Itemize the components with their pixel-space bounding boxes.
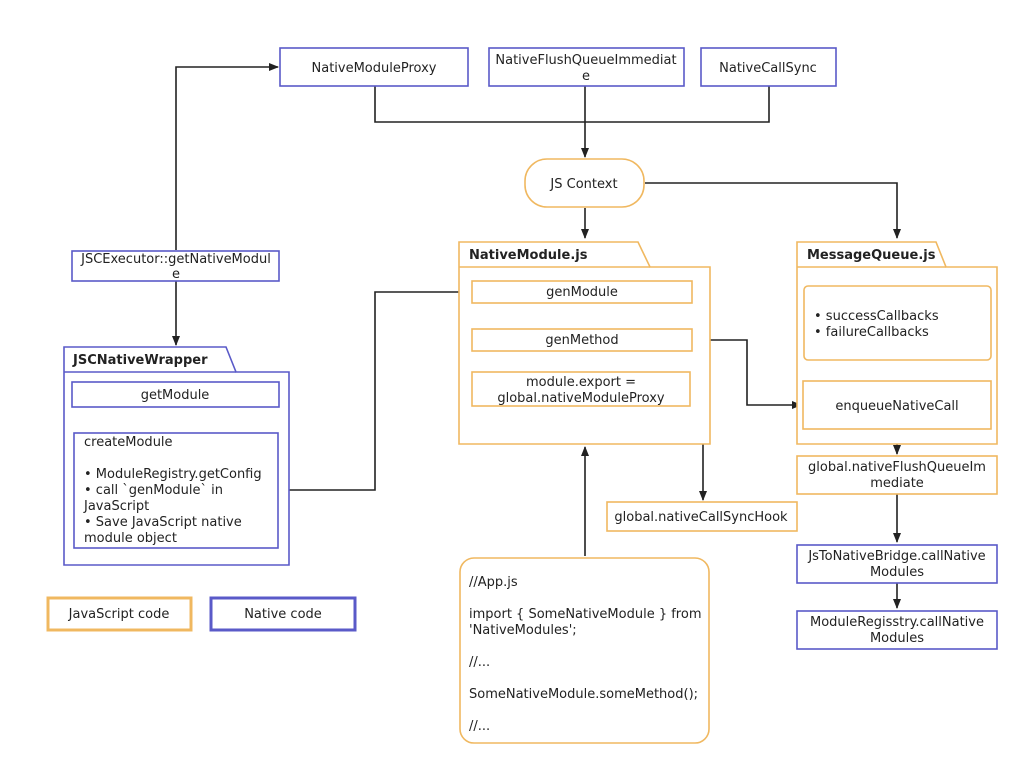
jsc-executor-label-line2: e xyxy=(172,267,180,282)
app-js-line: //... xyxy=(469,655,490,670)
jsc-native-wrapper-title: JSCNativeWrapper xyxy=(72,353,208,368)
gen-method-label: genMethod xyxy=(545,333,618,348)
jsc-native-wrapper-package: JSCNativeWrapper getModule createModule … xyxy=(63,346,290,566)
app-js-box: //App.js import { SomeNativeModule } fro… xyxy=(459,557,710,744)
native-call-sync-hook-label: global.nativeCallSyncHook xyxy=(614,510,788,525)
native-module-js-package: NativeModule.js genModule genMethod modu… xyxy=(458,241,711,445)
message-queue-js-package: MessageQueue.js • successCallbacks • fai… xyxy=(796,241,998,445)
native-module-js-title: NativeModule.js xyxy=(469,248,588,263)
proxy-to-context-line xyxy=(374,86,585,123)
module-registry-label-line1: ModuleRegisstry.callNative xyxy=(810,615,984,630)
create-module-line: module object xyxy=(84,531,177,546)
create-module-line: • Save JavaScript native xyxy=(84,515,242,530)
create-module-line: createModule xyxy=(84,435,173,450)
js-context-box: JS Context xyxy=(524,158,645,208)
legend: JavaScript code Native code xyxy=(46,596,357,632)
create-module-line: JavaScript xyxy=(83,499,149,514)
callbacks-line: • failureCallbacks xyxy=(814,325,929,340)
js-to-native-bridge-box: JsToNativeBridge.callNative Modules xyxy=(796,544,998,584)
legend-javascript-label: JavaScript code xyxy=(68,607,170,622)
app-js-line: 'NativeModules'; xyxy=(469,623,577,638)
module-export-label-line2: global.nativeModuleProxy xyxy=(497,391,665,406)
native-module-proxy-label: NativeModuleProxy xyxy=(312,61,437,76)
executor-to-proxy-arrow xyxy=(175,63,279,250)
global-flush-label-line1: global.nativeFlushQueueIm xyxy=(808,460,986,475)
sync-to-context-line xyxy=(585,86,770,123)
callbacks-line: • successCallbacks xyxy=(814,309,939,324)
app-js-line: SomeNativeModule.someMethod(); xyxy=(469,687,698,702)
native-call-sync-hook-box: global.nativeCallSyncHook xyxy=(606,501,798,532)
jsc-executor-label-line1: JSCExecutor::getNativeModul xyxy=(80,252,271,267)
native-module-proxy-box: NativeModuleProxy xyxy=(279,47,469,87)
js-to-native-label-line1: JsToNativeBridge.callNative xyxy=(807,549,985,564)
module-registry-label-line2: Modules xyxy=(870,631,924,646)
enqueue-native-call-label: enqueueNativeCall xyxy=(835,399,958,414)
gen-module-label: genModule xyxy=(546,285,618,300)
native-flush-queue-box: NativeFlushQueueImmediat e xyxy=(488,47,685,87)
legend-native-label: Native code xyxy=(244,607,322,622)
global-flush-queue-box: global.nativeFlushQueueIm mediate xyxy=(796,455,998,495)
native-flush-queue-label-line1: NativeFlushQueueImmediat xyxy=(495,53,676,68)
genmethod-to-enqueue-arrow xyxy=(692,339,802,409)
app-js-line: //... xyxy=(469,719,490,734)
app-js-line: //App.js xyxy=(469,575,518,590)
create-module-line: • ModuleRegistry.getConfig xyxy=(84,467,262,482)
context-to-messagequeue-arrow xyxy=(645,182,901,239)
createmodule-to-genmodule-arrow xyxy=(278,288,471,491)
native-call-sync-box: NativeCallSync xyxy=(700,47,837,87)
module-export-label-line1: module.export = xyxy=(526,375,636,390)
native-flush-queue-label-line2: e xyxy=(582,69,590,84)
message-queue-js-title: MessageQueue.js xyxy=(807,248,936,263)
jsc-executor-box: JSCExecutor::getNativeModul e xyxy=(71,250,280,282)
create-module-text: createModule • ModuleRegistry.getConfig … xyxy=(83,435,262,546)
js-context-label: JS Context xyxy=(549,177,617,192)
js-to-native-label-line2: Modules xyxy=(870,565,924,580)
get-module-label: getModule xyxy=(141,388,210,403)
global-flush-label-line2: mediate xyxy=(870,476,924,491)
module-registry-box: ModuleRegisstry.callNative Modules xyxy=(796,610,998,650)
native-call-sync-label: NativeCallSync xyxy=(719,61,817,76)
app-js-line: import { SomeNativeModule } from xyxy=(469,607,701,622)
create-module-line: • call `genModule` in xyxy=(84,483,223,498)
